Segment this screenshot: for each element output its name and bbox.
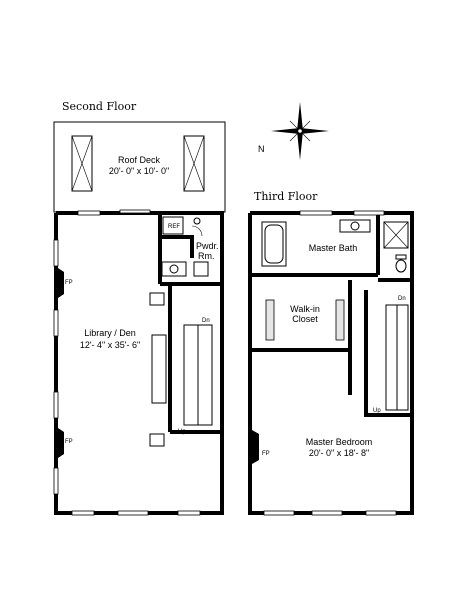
fireplace-lower-icon — [58, 428, 64, 458]
fireplace-lower-label: FP — [65, 439, 73, 445]
shelf-1 — [149, 292, 165, 306]
bath-toilet-icon — [395, 259, 407, 273]
third-floor-title: Third Floor — [254, 190, 318, 203]
second-floor-plan: Roof Deck 20'- 0" x 10'- 0" FP FP REF Pw… — [53, 121, 226, 516]
library-dims: 12'- 4" x 35'- 6" — [80, 340, 140, 350]
bedroom-fireplace-icon — [252, 430, 259, 464]
ref-label: REF — [168, 224, 180, 230]
roof-deck-name: Roof Deck — [118, 155, 161, 165]
third-stair-wall — [364, 290, 412, 417]
compass-north-label: N — [258, 144, 265, 154]
third-floor-plan: FP Master Bath Walk-in Closet Dn Up Ma — [248, 210, 414, 516]
closet-rod-right — [335, 299, 345, 341]
master-bath-name: Master Bath — [309, 243, 358, 253]
closet-line1: Walk-in — [290, 304, 320, 314]
shelf-2 — [149, 433, 165, 447]
stair-down-label: Dn — [202, 318, 210, 324]
built-in-bookshelf — [151, 334, 167, 404]
powder-room-line1: Pwdr. — [196, 241, 219, 251]
third-floor-outer-wall — [248, 211, 414, 515]
library-name: Library / Den — [84, 328, 136, 338]
skylight-left — [71, 135, 93, 192]
second-floor-title: Second Floor — [62, 100, 137, 113]
closet-rod-left — [265, 299, 275, 341]
skylight-right — [183, 135, 205, 192]
master-bedroom-name: Master Bedroom — [306, 437, 373, 447]
refrigerator — [162, 216, 184, 235]
third-floor-staircase — [385, 304, 409, 411]
closet-line2: Closet — [292, 314, 318, 324]
third-stair-up-label: Up — [373, 408, 381, 414]
powder-door-swing — [191, 225, 203, 237]
compass-rose-icon — [271, 102, 329, 160]
ref-wall — [160, 235, 194, 258]
fireplace-upper-label: FP — [65, 280, 73, 286]
powder-sink — [161, 261, 187, 277]
bath-sink — [339, 219, 371, 233]
master-bedroom-dims: 20'- 0" x 18'- 8" — [309, 448, 369, 458]
third-stair-down-label: Dn — [398, 296, 406, 302]
stair-up-label: Up — [178, 429, 186, 435]
second-floor-staircase — [183, 324, 213, 426]
bedroom-fireplace-label: FP — [262, 451, 270, 457]
fireplace-upper-icon — [58, 268, 64, 298]
roof-deck-dims: 20'- 0" x 10'- 0" — [109, 166, 169, 176]
powder-toilet-icon — [193, 217, 201, 225]
bathtub-icon — [261, 221, 287, 267]
powder-room-line2: Rm. — [198, 251, 215, 261]
shower-icon — [383, 221, 409, 249]
